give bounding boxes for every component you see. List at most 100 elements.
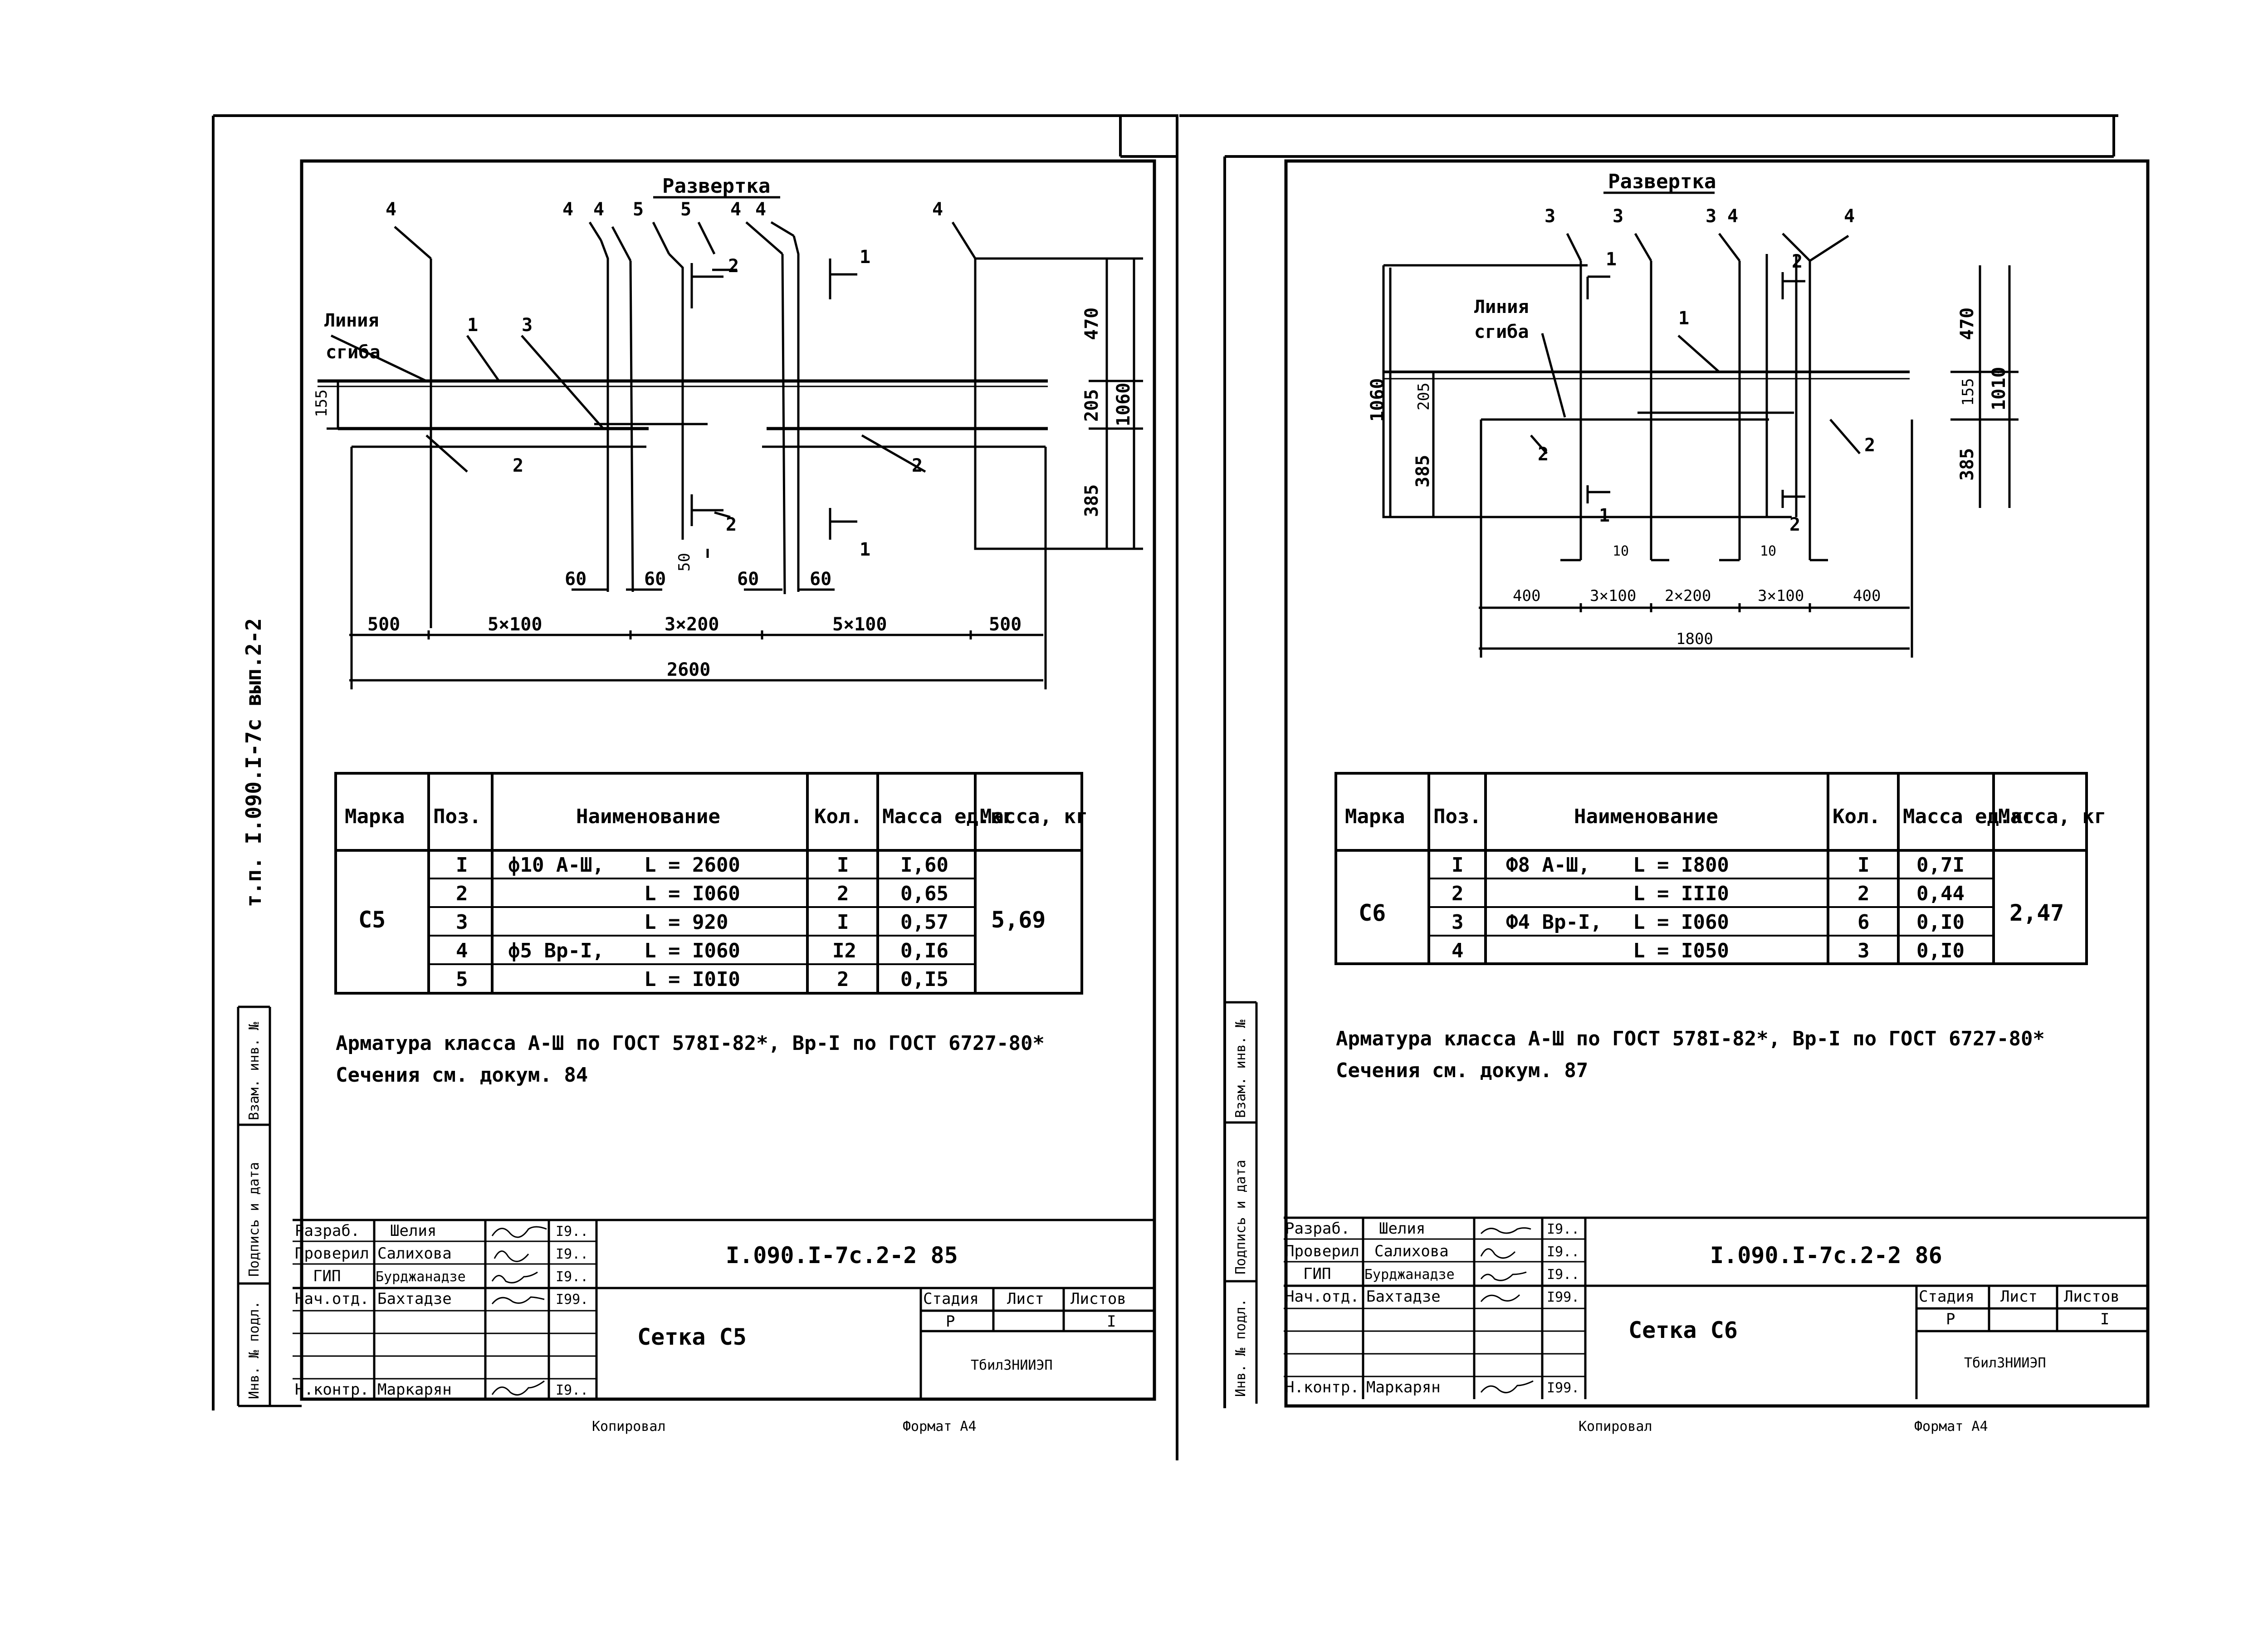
signatures — [491, 1226, 547, 1396]
side-label-1: Взам. инв. № — [1233, 1020, 1249, 1118]
person-name: Бахтадзе — [377, 1290, 452, 1308]
sheet-1-spec-table: Марка Поз. Наименование Кол. Масса ед.кг… — [334, 772, 1088, 995]
col-header-qty: Кол. — [814, 805, 862, 828]
table-row-length: L = I060 — [644, 882, 740, 905]
table-row-pos: 3 — [456, 911, 468, 934]
sheet-2-dim: 2×200 — [1665, 587, 1711, 605]
stage-header: Стадия — [923, 1290, 979, 1308]
role-label: Разраб. — [1285, 1220, 1350, 1238]
sheet-1-small-dim: 50 — [675, 553, 694, 571]
role-label: Проверил — [1285, 1242, 1359, 1260]
sheet-1-title-block: Разраб. Проверил ГИП Нач.отд. Н.контр. Ш… — [293, 1219, 1154, 1399]
sheet-2-dim: 400 — [1853, 587, 1881, 605]
sign-date: I99. — [556, 1292, 588, 1308]
sheet-2-mark: 3 — [1706, 206, 1716, 227]
col-header-pos: Поз. — [1433, 805, 1481, 828]
table-row-qty: 6 — [1857, 911, 1870, 934]
table-row-length: L = 920 — [644, 911, 728, 934]
sheet-2-bend-label-2: сгиба — [1474, 322, 1529, 342]
stage-header: Стадия — [1919, 1288, 1975, 1306]
table-row-qty: I — [837, 854, 849, 877]
sheet-1-dim: 3×200 — [665, 614, 719, 635]
sheet-2-gap-dim: 10 — [1613, 543, 1629, 559]
doc-code: I.090.I-7с.2-2 85 — [726, 1242, 958, 1269]
sheet-2-section-mark: 2 — [1789, 514, 1800, 535]
table-row-pos: 3 — [1452, 911, 1464, 934]
sign-date: I9.. — [1547, 1244, 1579, 1260]
sheet-1-drawing — [318, 196, 1143, 689]
person-name: Бахтадзе — [1366, 1288, 1441, 1306]
sheet-2-mark: 4 — [1844, 206, 1855, 227]
sheet-2-section-mark: 1 — [1606, 249, 1617, 270]
table-row-length: L = I060 — [1633, 911, 1729, 934]
table-row-qty: I — [837, 911, 849, 934]
stage-header: Листов — [2064, 1288, 2120, 1306]
table-row-name: Ф4 Вр-I, — [1506, 911, 1602, 934]
sheet-1-section-mark: 1 — [860, 247, 870, 268]
person-name: Маркарян — [1366, 1378, 1441, 1396]
table-row-name: Ф8 А-Ш, — [1506, 854, 1590, 877]
table-row-qty: I — [1857, 854, 1870, 877]
copied-label: Копировал — [592, 1419, 666, 1435]
col-header-unit-mass: Масса ед.кг — [1903, 805, 2035, 828]
table-row-pos: I — [1452, 854, 1464, 877]
table-row-qty: I2 — [832, 939, 856, 962]
role-label: ГИП — [313, 1267, 341, 1285]
table-row-pos: I — [456, 854, 468, 877]
table-row-name: ф10 А-Ш, — [508, 854, 604, 877]
col-header-mass: Масса, кг — [980, 805, 1088, 828]
sign-date: I9.. — [556, 1224, 588, 1239]
sheet-1-note-1: Арматура класса А-Ш по ГОСТ 578I-82*, Вр… — [336, 1032, 1045, 1055]
sheet-2-section-mark: 1 — [1599, 505, 1610, 526]
sheet-1-mark: 2 — [513, 455, 523, 476]
table-row-pos: 4 — [456, 939, 468, 962]
table-mark: С5 — [358, 907, 386, 933]
sheet-1-note-2: Сечения см. докум. 84 — [336, 1064, 588, 1087]
table-row-unit-mass: 0,65 — [900, 882, 948, 905]
side-column-2 — [1223, 1001, 1258, 1404]
table-row-length: L = I050 — [1633, 939, 1729, 962]
table-row-name: ф5 Вр-I, — [508, 939, 604, 962]
role-label: Нач.отд. — [1285, 1288, 1359, 1306]
sheet-1-gap-dim: 60 — [565, 569, 587, 590]
person-name: Бурджанадзе — [376, 1269, 466, 1285]
sheet-1-mark: 4 — [932, 199, 943, 220]
sheet-2-outer-frame — [1179, 114, 2118, 1408]
table-row-unit-mass: 0,I0 — [1916, 939, 1965, 962]
col-header-mass: Масса, кг — [1998, 805, 2106, 828]
table-row-unit-mass: 0,I6 — [900, 939, 948, 962]
sheet-2-gap-dim: 10 — [1760, 543, 1776, 559]
sheet-2-drawing-title: Развертка — [1608, 170, 1716, 193]
table-row-unit-mass: 0,I0 — [1916, 911, 1965, 934]
role-label: Н.контр. — [1285, 1378, 1359, 1396]
sheet-2-left-dim: 1060 — [1367, 378, 1388, 422]
person-name: Шелия — [1379, 1220, 1425, 1238]
table-row-qty: 2 — [837, 882, 849, 905]
sheet-2-dim: 3×100 — [1758, 587, 1804, 605]
person-name: Бурджанадзе — [1364, 1267, 1455, 1283]
sign-date: I9.. — [556, 1269, 588, 1285]
sheet-1-gap-dim: 60 — [737, 569, 759, 590]
sheet-1-mark: 4 — [562, 199, 573, 220]
table-row-pos: 2 — [456, 882, 468, 905]
sheet-1-drawing-title: Развертка — [662, 175, 770, 198]
sign-date: I99. — [1547, 1380, 1579, 1396]
table-row-length: L = I800 — [1633, 854, 1729, 877]
table-row-qty: 3 — [1857, 939, 1870, 962]
table-row-unit-mass: 0,44 — [1916, 882, 1965, 905]
organization: ТбилЗНИИЭП — [1964, 1355, 2046, 1371]
role-label: Разраб. — [295, 1222, 360, 1240]
sheet-2-left-dim: 385 — [1413, 455, 1433, 488]
sign-date: I99. — [1547, 1289, 1579, 1305]
sheet-1-gap-dim: 60 — [810, 569, 831, 590]
sheet-2-mark: 1 — [1678, 308, 1689, 329]
col-header-qty: Кол. — [1833, 805, 1881, 828]
table-row-qty: 2 — [837, 968, 849, 991]
stage-value: I — [1107, 1313, 1116, 1331]
sheet-2-drawing — [1382, 191, 2019, 658]
sign-date: I9.. — [1547, 1221, 1579, 1237]
table-row-length: L = 2600 — [644, 854, 740, 877]
person-name: Салихова — [377, 1244, 452, 1263]
table-mark: С6 — [1359, 900, 1386, 926]
